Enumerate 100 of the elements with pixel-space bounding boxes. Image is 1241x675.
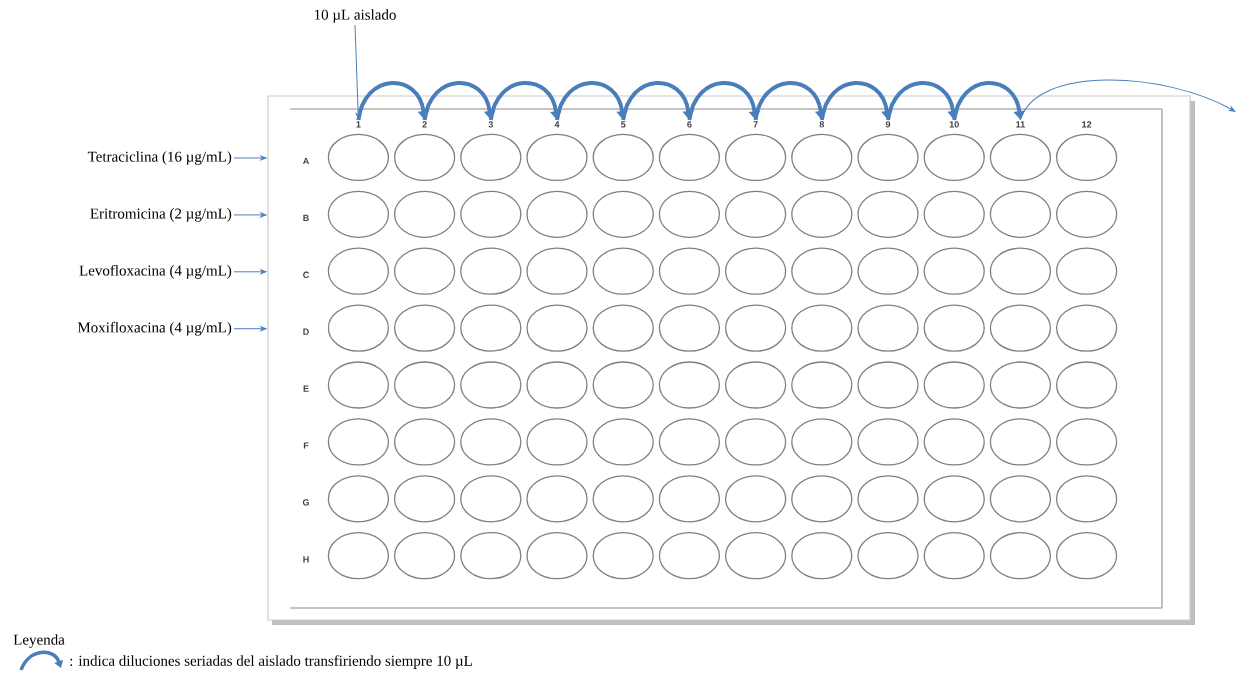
well [658,304,721,352]
well [857,361,919,409]
well [592,532,654,580]
well [724,190,787,238]
column-number: 3 [488,121,493,128]
well [791,475,853,523]
well [1055,304,1118,352]
column-number: 7 [753,121,758,128]
well [1055,475,1118,523]
arrow [488,81,562,121]
well [393,304,456,352]
well [923,532,985,580]
row-letter: D [303,328,309,335]
well [989,361,1052,409]
well [658,532,721,580]
well [327,247,390,295]
well [393,418,456,466]
antibiotic-label: Levofloxacina (4 µg/mL) [79,264,232,279]
well [857,190,919,238]
well [460,304,522,352]
column-number: 5 [621,121,626,128]
well [1055,418,1118,466]
well [460,361,522,409]
well [658,133,721,182]
well [327,418,390,466]
row-letter: E [303,385,309,392]
well [923,247,985,295]
plate-frame [267,95,1195,625]
column-number: 10 [949,121,959,128]
well [526,532,588,580]
well [658,247,721,295]
well [989,304,1052,352]
well [393,190,456,238]
arrow [886,81,959,121]
well [791,532,853,580]
well [923,190,985,238]
column-number: 6 [687,121,692,128]
well [658,475,721,523]
well [923,133,985,182]
row-letter: F [303,442,309,449]
well [791,361,853,409]
well [923,361,985,409]
well [724,532,787,580]
antibiotic-label: Eritromicina (2 µg/mL) [90,208,232,222]
well [327,475,390,523]
column-number: 1 [356,121,361,128]
well [658,361,721,409]
arrow [233,326,267,332]
well [327,133,390,182]
well [1055,247,1118,295]
row-letter: B [303,214,309,221]
well [327,361,390,409]
well [460,532,522,580]
row-letter: H [303,556,309,563]
well [393,361,456,409]
arrow [621,81,695,121]
well [526,247,588,295]
well [857,304,919,352]
well [393,532,456,580]
well [592,133,654,182]
well [923,475,985,523]
arrow [233,212,267,218]
antibiotic-label: Moxifloxacina (4 µg/mL) [77,321,232,336]
arrow [687,81,761,121]
row-letter: G [302,499,309,506]
well [989,475,1052,523]
well [393,475,456,523]
well [1055,190,1118,238]
well [327,190,390,238]
well [989,247,1052,295]
well [989,532,1052,580]
well [460,475,522,523]
well [1055,532,1118,580]
antibiotic-label: Tetraciclina (16 µg/mL) [87,151,232,165]
arrow [356,81,430,121]
row-letter: C [303,271,309,278]
well [1055,361,1118,409]
well [592,475,654,523]
arrow [819,81,893,121]
well [923,418,985,466]
well [1055,133,1118,182]
arrow [555,81,628,121]
column-number: 9 [885,121,891,128]
well [526,475,588,523]
well [460,190,522,238]
well [791,418,853,466]
well [592,190,654,238]
column-number: 4 [554,121,560,128]
well [460,247,522,295]
arrow [1019,79,1236,121]
well [724,475,787,523]
well [658,190,721,238]
well [592,304,654,352]
well [989,190,1052,238]
well [526,190,588,238]
arrow [233,269,267,275]
well [857,475,919,523]
well [393,247,456,295]
column-number: 12 [1082,121,1092,128]
well [791,247,853,295]
